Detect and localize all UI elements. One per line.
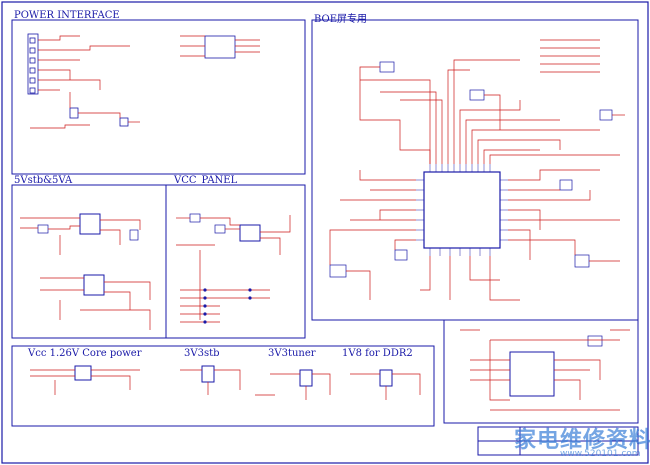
power-interface-wires	[30, 35, 260, 129]
v1v8-ddr2-title: 1V8 for DDR2	[342, 348, 413, 359]
boe-wires	[329, 39, 625, 301]
power-interface-components	[27, 33, 236, 127]
vcc-panel-dots	[203, 288, 252, 324]
vcc-core-title: Vcc 1.26V Core power	[28, 348, 142, 359]
power-interface-border	[11, 19, 306, 175]
vstb-wires	[20, 217, 151, 330]
ddr-regulator-wires	[460, 329, 630, 411]
v3v3tuner-title: 3V3tuner	[268, 348, 316, 359]
ddr-regulator-border	[443, 319, 639, 424]
vcc-panel-wires	[176, 215, 291, 323]
vcc-panel-title: VCC_PANEL	[174, 175, 238, 186]
boe-panel-title: BOE屏专用	[314, 14, 368, 25]
vstb-5va-title: 5Vstb&5VA	[14, 175, 73, 186]
vstb-components	[37, 213, 139, 296]
vcc-panel-border	[165, 184, 306, 339]
watermark-text: 家电维修资料网	[514, 428, 650, 453]
power-interface-title: POWER INTERFACE	[14, 10, 120, 21]
bottom-power-wires	[30, 369, 421, 400]
watermark-url: www.520101.com	[560, 449, 641, 459]
bottom-power-border	[11, 345, 435, 427]
v3v3stb-title: 3V3stb	[184, 348, 220, 359]
boe-components	[329, 61, 613, 278]
vstb-border	[11, 184, 167, 339]
ddr-regulator-components	[509, 335, 603, 397]
